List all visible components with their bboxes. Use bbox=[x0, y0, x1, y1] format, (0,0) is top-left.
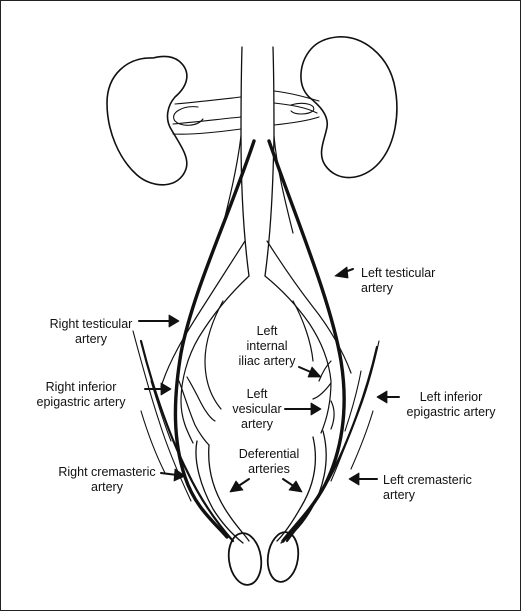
right-testicular-artery-line bbox=[173, 139, 256, 539]
label-left-vesicular-artery: Left vesicular artery bbox=[232, 387, 282, 431]
left-renal-vessels bbox=[273, 90, 320, 126]
label-left-internal-iliac-artery: Left internal iliac artery bbox=[238, 324, 296, 368]
left-deferential-artery-line bbox=[280, 430, 327, 544]
arrow-left-vesicular bbox=[284, 402, 322, 416]
arrow-right-testicular bbox=[138, 314, 180, 328]
arrow-left-internal-iliac bbox=[298, 366, 322, 378]
iliac-vessels bbox=[160, 135, 352, 446]
left-kidney bbox=[300, 36, 398, 179]
label-right-testicular-artery: Right testicular artery bbox=[49, 317, 133, 346]
arrow-left-testicular bbox=[334, 266, 354, 279]
arrow-right-cremasteric bbox=[160, 468, 186, 482]
arrow-left-cremasteric bbox=[348, 472, 378, 486]
right-deferential-inner bbox=[208, 444, 250, 542]
arrow-right-inferior-epigastric bbox=[144, 382, 172, 396]
right-deferential-artery-line bbox=[195, 440, 244, 544]
left-cremasteric-artery-line bbox=[285, 345, 379, 543]
right-renal-vessels bbox=[172, 96, 242, 135]
left-testis bbox=[266, 531, 300, 583]
arrow-deferential-left bbox=[282, 478, 303, 493]
label-left-inferior-epigastric-artery: Left inferior epigastric artery bbox=[406, 390, 496, 419]
right-testis bbox=[227, 532, 263, 586]
label-right-cremasteric-artery: Right cremasteric artery bbox=[58, 465, 156, 494]
label-deferential-arteries: Deferential arteries bbox=[238, 447, 300, 476]
label-left-cremasteric-artery: Left cremasteric artery bbox=[383, 473, 472, 502]
label-right-inferior-epigastric-artery: Right inferior epigastric artery bbox=[36, 380, 126, 409]
arrow-deferential-right bbox=[229, 478, 250, 493]
right-kidney bbox=[106, 55, 188, 186]
right-cremasteric-artery-line bbox=[139, 339, 235, 543]
label-left-testicular-artery: Left testicular artery bbox=[361, 266, 436, 295]
label-arrows bbox=[138, 266, 400, 493]
arrow-left-inferior-epigastric bbox=[376, 390, 400, 404]
